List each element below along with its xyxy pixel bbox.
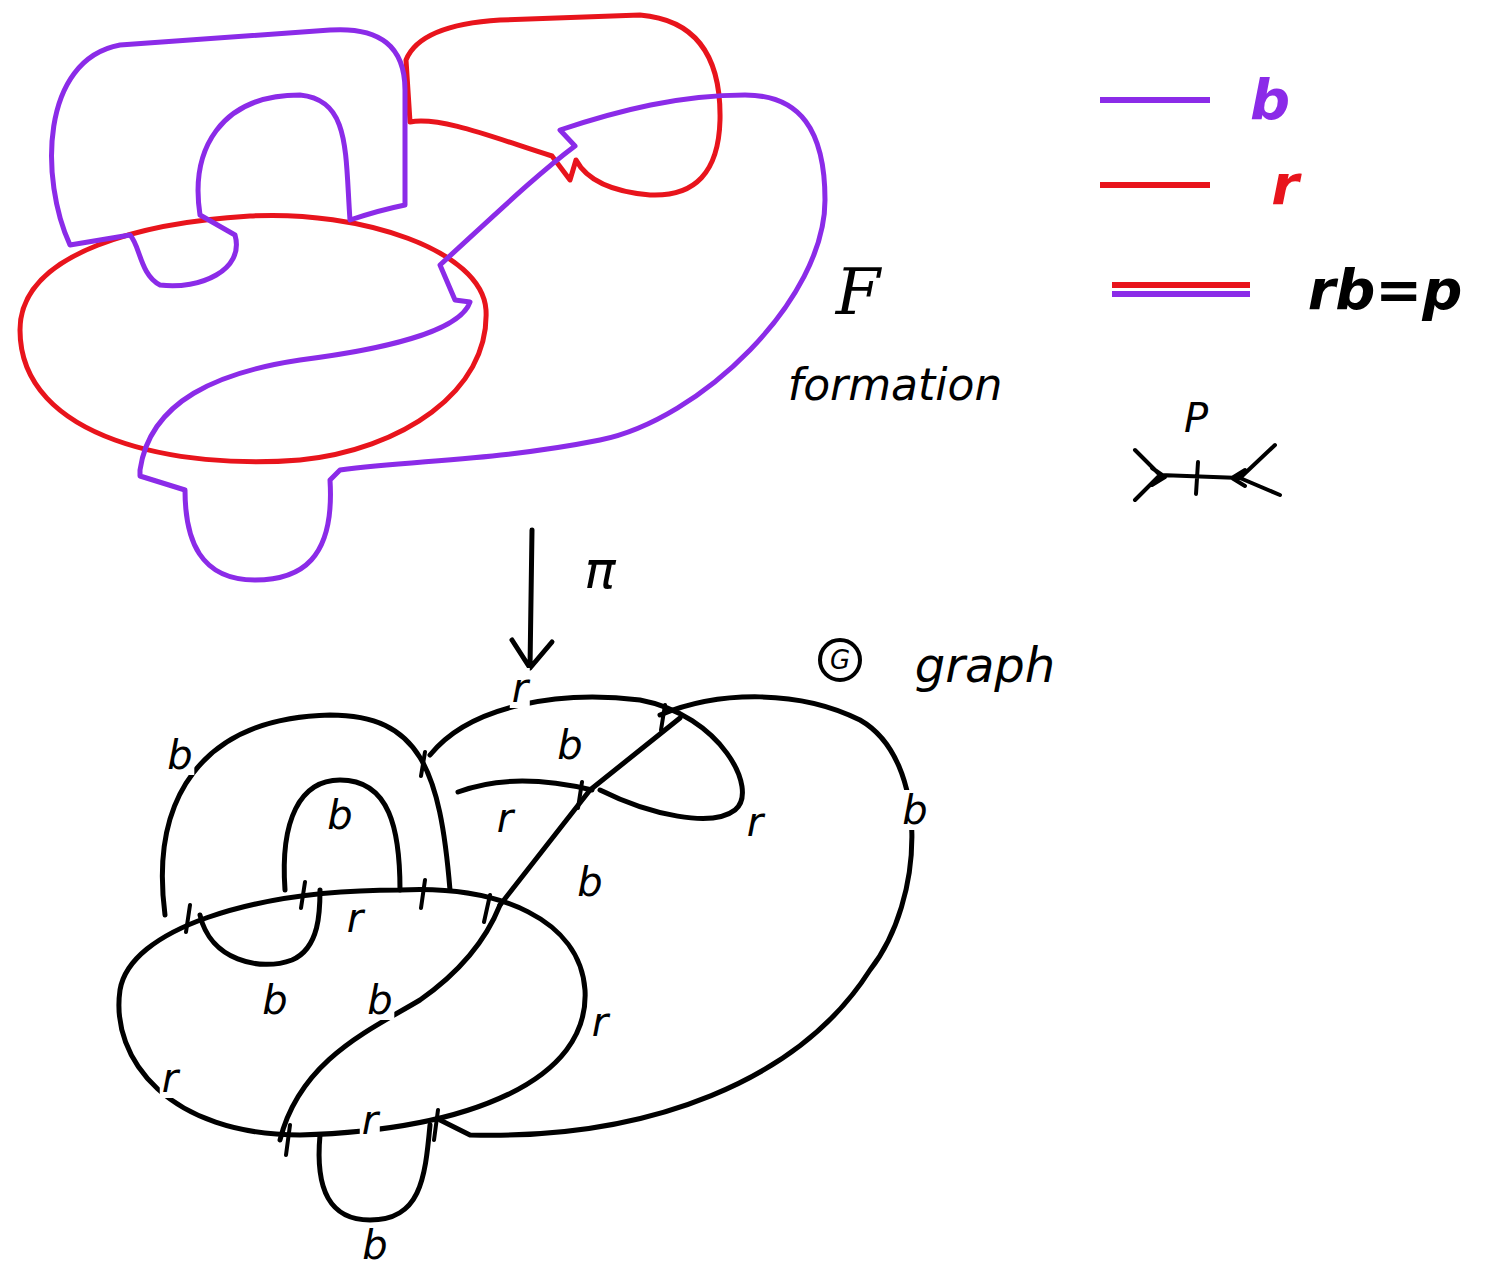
legend-line bbox=[1112, 282, 1250, 288]
edge-label: r bbox=[345, 898, 365, 938]
legend-swatch bbox=[1112, 285, 1250, 294]
edge-label: r bbox=[510, 668, 530, 708]
annotation-text: formation bbox=[786, 363, 1005, 407]
red-curve bbox=[406, 15, 720, 195]
edge-label: r bbox=[160, 1058, 180, 1098]
legend-text: rb=p bbox=[1306, 262, 1465, 318]
edge-label: b bbox=[360, 1225, 389, 1265]
projection-arrow bbox=[512, 530, 552, 668]
edge-label: b bbox=[325, 795, 354, 835]
edge-label: r bbox=[360, 1100, 380, 1140]
edge-label: b bbox=[365, 980, 394, 1020]
legend-swatch bbox=[1100, 100, 1210, 101]
legend-line bbox=[1100, 97, 1210, 103]
legend-text: b bbox=[1248, 72, 1292, 128]
edge-label: r bbox=[745, 802, 765, 842]
edge-label: b bbox=[555, 725, 584, 765]
purple-curve bbox=[52, 30, 405, 286]
legend-text: r bbox=[1269, 157, 1301, 213]
annotation-text: F bbox=[834, 260, 882, 324]
graph-drawing bbox=[119, 697, 912, 1220]
edge-label: b bbox=[165, 735, 194, 775]
edge-label: r bbox=[495, 798, 515, 838]
annotation-text: π bbox=[582, 544, 617, 596]
annotation-text: graph bbox=[913, 641, 1058, 689]
edge-label: b bbox=[260, 980, 289, 1020]
legend-line bbox=[1112, 291, 1250, 297]
annotation-text: G bbox=[828, 647, 852, 673]
purple-curve bbox=[140, 95, 825, 580]
edge-label: b bbox=[575, 862, 604, 902]
vertex-symbol bbox=[1135, 445, 1280, 500]
legend-swatch bbox=[1100, 185, 1210, 186]
legend-line bbox=[1100, 182, 1210, 188]
edge-label: b bbox=[900, 790, 929, 830]
edge-label: r bbox=[590, 1002, 610, 1042]
graph-symbol-circle bbox=[820, 640, 860, 680]
annotation-text: P bbox=[1182, 398, 1210, 438]
